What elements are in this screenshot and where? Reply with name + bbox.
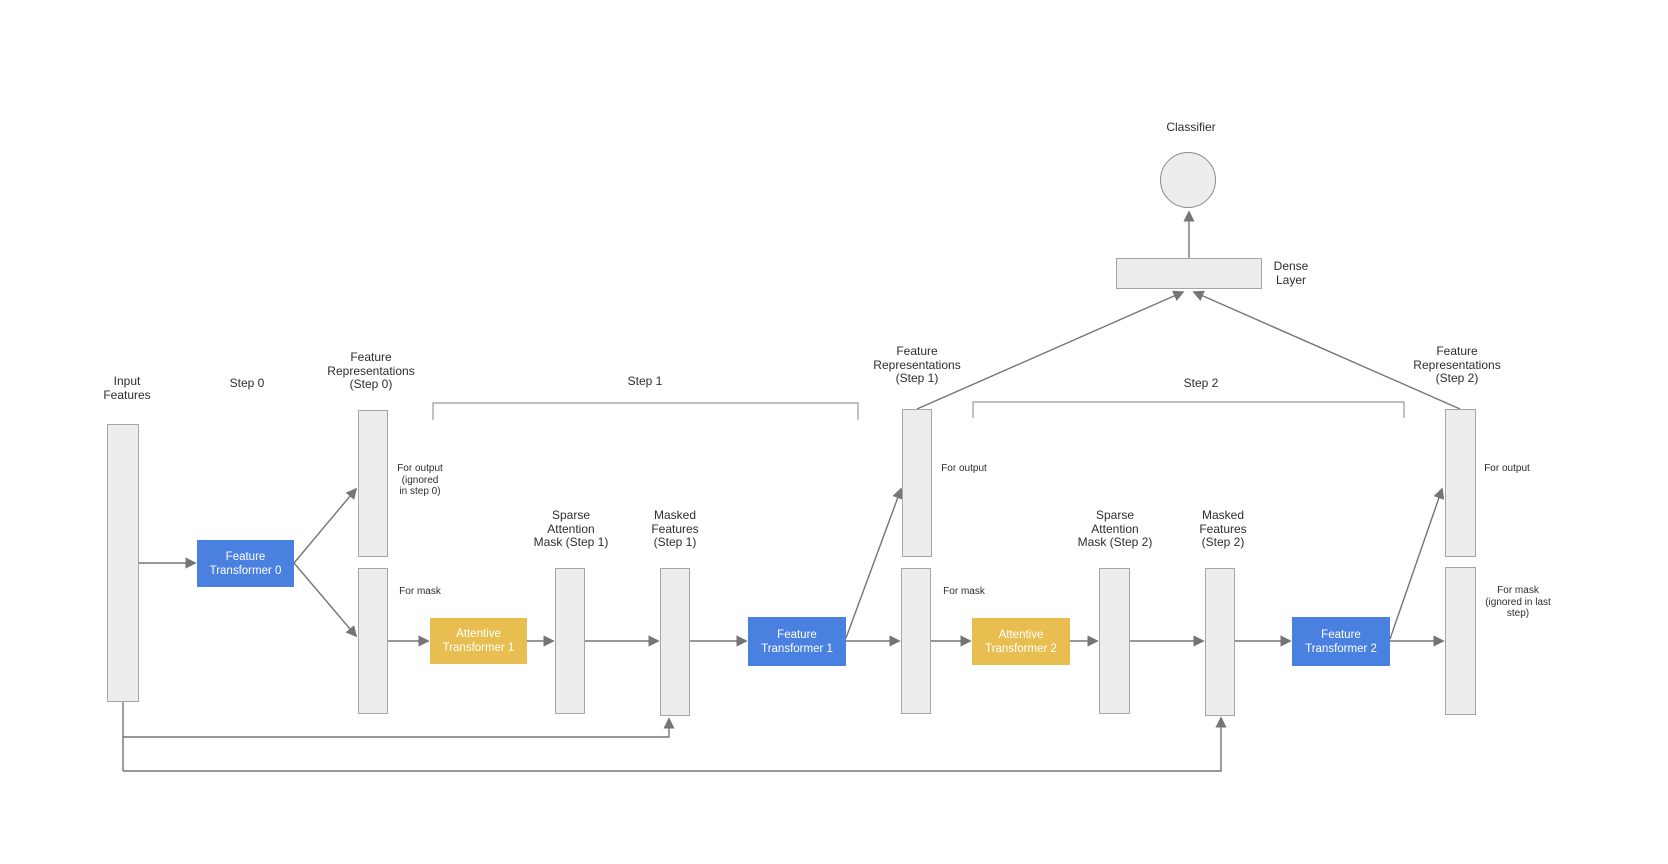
- feature-transformer-0-block: Feature Transformer 0: [197, 540, 294, 587]
- for-output-step0-label: For output (ignored in step 0): [397, 463, 443, 497]
- step2-output-bar: [1445, 409, 1476, 557]
- step1-output-bar: [902, 409, 932, 557]
- sparse-mask-step1-label: Sparse Attention Mask (Step 1): [533, 508, 609, 549]
- step0-label: Step 0: [229, 376, 265, 390]
- attentive-transformer-1-block: Attentive Transformer 1: [430, 618, 527, 664]
- input-features-label: Input Features: [103, 374, 151, 402]
- masked-features-step1-label: Masked Features (Step 1): [651, 508, 699, 549]
- for-mask-step0-label: For mask: [399, 586, 441, 597]
- sparse-mask-step1-bar: [555, 568, 585, 714]
- for-output-step2-label: For output: [1484, 463, 1530, 474]
- feature-transformer-2-block: Feature Transformer 2: [1292, 617, 1390, 666]
- step1-bracket: [432, 402, 859, 420]
- input-features-bar: [107, 424, 139, 702]
- masked-features-step2-bar: [1205, 568, 1235, 716]
- step2-bracket: [972, 401, 1405, 418]
- arrow-ft1-to-output1-bar: [845, 487, 903, 639]
- step0-mask-bar: [358, 568, 388, 714]
- arrow-ft2-to-output2-bar: [1389, 487, 1445, 640]
- step0-output-bar: [358, 410, 388, 557]
- step2-mask-bar: [1445, 567, 1476, 715]
- dense-layer-label: Dense Layer: [1273, 259, 1309, 287]
- attentive-transformer-2-block: Attentive Transformer 2: [972, 618, 1070, 665]
- step2-label: Step 2: [1183, 376, 1219, 390]
- for-output-step1-label: For output: [941, 463, 987, 474]
- masked-features-step1-bar: [660, 568, 690, 716]
- feedback-to-masked1: [123, 717, 675, 738]
- sparse-mask-step2-bar: [1099, 568, 1130, 714]
- for-mask-step1-label: For mask: [943, 586, 985, 597]
- dense-layer-box: [1116, 258, 1262, 289]
- arrow-ft0-to-mask-bar: [293, 562, 358, 638]
- sparse-mask-step2-label: Sparse Attention Mask (Step 2): [1077, 508, 1153, 549]
- feature-rep-step2-label: Feature Representations (Step 2): [1413, 344, 1501, 385]
- classifier-circle: [1160, 152, 1216, 208]
- feedback-to-masked2: [123, 716, 1227, 772]
- masked-features-step2-label: Masked Features (Step 2): [1199, 508, 1247, 549]
- arrow-ft0-to-output-bar: [293, 487, 358, 564]
- classifier-label: Classifier: [1166, 120, 1216, 134]
- step1-mask-bar: [901, 568, 931, 714]
- feature-rep-step0-label: Feature Representations (Step 0): [327, 350, 415, 391]
- step1-label: Step 1: [627, 374, 663, 388]
- feature-transformer-1-block: Feature Transformer 1: [748, 617, 846, 666]
- feature-rep-step1-label: Feature Representations (Step 1): [873, 344, 961, 385]
- for-mask-step2-label: For mask (ignored in last step): [1485, 585, 1551, 619]
